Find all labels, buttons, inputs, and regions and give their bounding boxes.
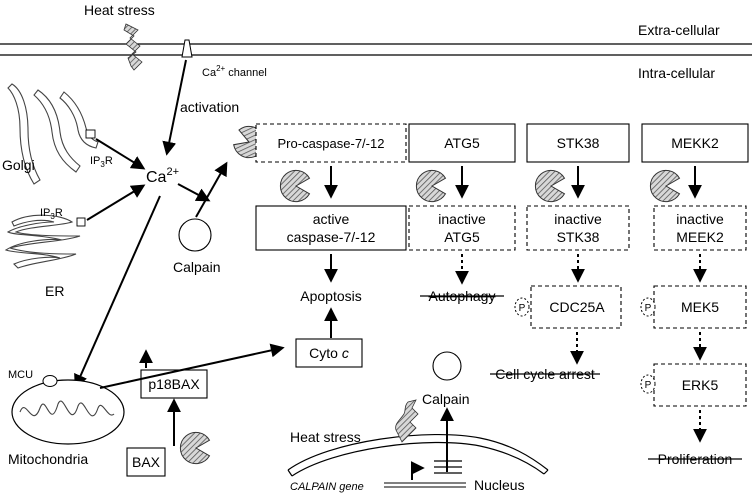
- mek5-phospho-label: P: [645, 303, 652, 314]
- promoter-arrow-icon: [410, 461, 425, 480]
- cdc25a-phospho-icon: [514, 297, 530, 317]
- er-label: ER: [45, 283, 64, 299]
- calpain-gene-label: CALPAIN gene: [290, 481, 364, 493]
- active-caspase-line2: caspase-7/-12: [287, 229, 376, 245]
- erk5-phospho-icon: [640, 374, 656, 394]
- pro-caspase-box: [255, 123, 407, 163]
- bax-box: [126, 447, 166, 477]
- activation-label: activation: [180, 99, 239, 115]
- inactive-meek2-line2: MEEK2: [676, 229, 724, 245]
- stk38-box: [526, 123, 630, 163]
- calpain-active-stk38-icon: [534, 169, 565, 203]
- er-icon: [4, 214, 81, 269]
- calpain-active-caspase-icon: [279, 169, 310, 203]
- calcium-channel-icon: [181, 39, 193, 58]
- calpain-active-mekk2-icon: [649, 169, 680, 203]
- cdc25a-box: [530, 285, 622, 329]
- nucleus-label: Nucleus: [474, 477, 525, 493]
- mitochondria-label: Mitochondria: [8, 451, 88, 467]
- calpain-active-bax-icon: [179, 431, 210, 465]
- heat-stress-bottom-label: Heat stress: [290, 429, 361, 445]
- intra-cellular-label: Intra-cellular: [638, 65, 715, 81]
- p18bax-label: p18BAX: [148, 376, 200, 392]
- bax-label: BAX: [132, 454, 161, 470]
- pro-caspase-label: Pro-caspase-7/-12: [278, 136, 385, 151]
- inactive-meek2-box: [653, 205, 747, 251]
- apoptosis-label: Apoptosis: [300, 288, 361, 304]
- ip3r-er-label: IP3R: [40, 207, 63, 221]
- heat-stress-bolt-icon: [123, 23, 143, 71]
- inactive-stk38-line2: STK38: [557, 229, 600, 245]
- inactive-atg5-box: [408, 205, 516, 251]
- calpain-left-label: Calpain: [173, 259, 220, 275]
- nucleus-icon: [287, 434, 549, 477]
- erk5-phospho-label: P: [645, 380, 652, 391]
- p18bax-box: [140, 369, 208, 399]
- calpain-bottom-label: Calpain: [422, 391, 469, 407]
- mekk2-box: [641, 123, 749, 163]
- ip3r-golgi-icon: [85, 129, 96, 139]
- mcu-label: MCU: [8, 369, 33, 381]
- inactive-atg5-line1: inactive: [438, 211, 486, 227]
- calpain-active-atg5-icon: [415, 169, 446, 203]
- atg5-label: ATG5: [444, 135, 480, 151]
- cyto-c-box: [295, 338, 363, 368]
- stk38-label: STK38: [557, 135, 600, 151]
- calpain-left-icon: [178, 218, 212, 252]
- cdc25a-phospho-label: P: [519, 303, 526, 314]
- inactive-stk38-line1: inactive: [554, 211, 602, 227]
- active-caspase-line1: active: [313, 211, 350, 227]
- mek5-box: [653, 285, 747, 329]
- calpain-gene-dna: [384, 482, 466, 488]
- calpain-bottom-icon: [432, 351, 462, 381]
- mrna-lines-icon: [434, 460, 462, 474]
- mek5-phospho-icon: [640, 297, 656, 317]
- mcu-icon: [42, 375, 58, 387]
- mek5-label: MEK5: [681, 299, 719, 315]
- heat-stress-top-label: Heat stress: [84, 2, 155, 18]
- mito-arrows: [99, 343, 285, 446]
- extra-cellular-label: Extra-cellular: [638, 22, 720, 38]
- golgi-icon: [7, 83, 99, 185]
- mitochondria-icon: [11, 379, 125, 445]
- erk5-label: ERK5: [682, 377, 719, 393]
- heat-stress-bolt-bottom-icon: [395, 399, 419, 443]
- cell-membrane: [0, 43, 752, 56]
- ip3r-er-icon: [76, 217, 86, 227]
- active-caspase-box: [255, 205, 407, 251]
- inactive-meek2-line1: inactive: [676, 211, 724, 227]
- ip3r-golgi-label: IP3R: [90, 155, 113, 169]
- calcium-arrows: [74, 59, 228, 389]
- ca-channel-label: Ca2+ channel: [202, 64, 267, 79]
- cyto-c-label: Cyto c: [309, 345, 349, 361]
- inactive-stk38-box: [526, 205, 630, 251]
- cdc25a-label: CDC25A: [549, 299, 605, 315]
- mekk2-label: MEKK2: [671, 135, 719, 151]
- golgi-label: Golgi: [2, 157, 35, 173]
- atg5-box: [408, 123, 516, 163]
- calcium-ion-label: Ca2+: [146, 166, 179, 186]
- inactive-atg5-line2: ATG5: [444, 229, 480, 245]
